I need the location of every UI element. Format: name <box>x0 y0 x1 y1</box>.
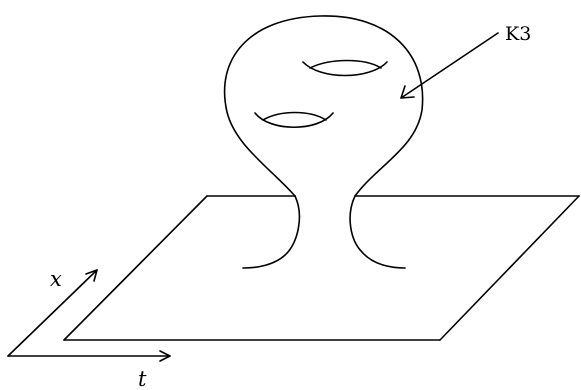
t-axis-label: t <box>138 367 147 390</box>
handle-lower <box>255 113 333 128</box>
plane-edge-right <box>440 196 579 340</box>
k3-surface-outline <box>225 16 423 196</box>
k3-surface <box>225 16 423 268</box>
k3-annotation: K3 <box>401 23 531 98</box>
handle-upper <box>303 61 387 76</box>
k3-label: K3 <box>505 23 531 45</box>
handle-lower-upper-curve <box>263 113 326 121</box>
neck-flare-left <box>243 196 299 268</box>
handle-lower-lower-curve <box>255 113 333 127</box>
axes: x t <box>8 267 170 390</box>
x-axis-label: x <box>50 267 62 291</box>
plane-edge-left <box>64 196 207 340</box>
plane <box>64 196 579 340</box>
handle-upper-upper-curve <box>310 61 381 69</box>
neck-flare-right <box>350 196 405 268</box>
